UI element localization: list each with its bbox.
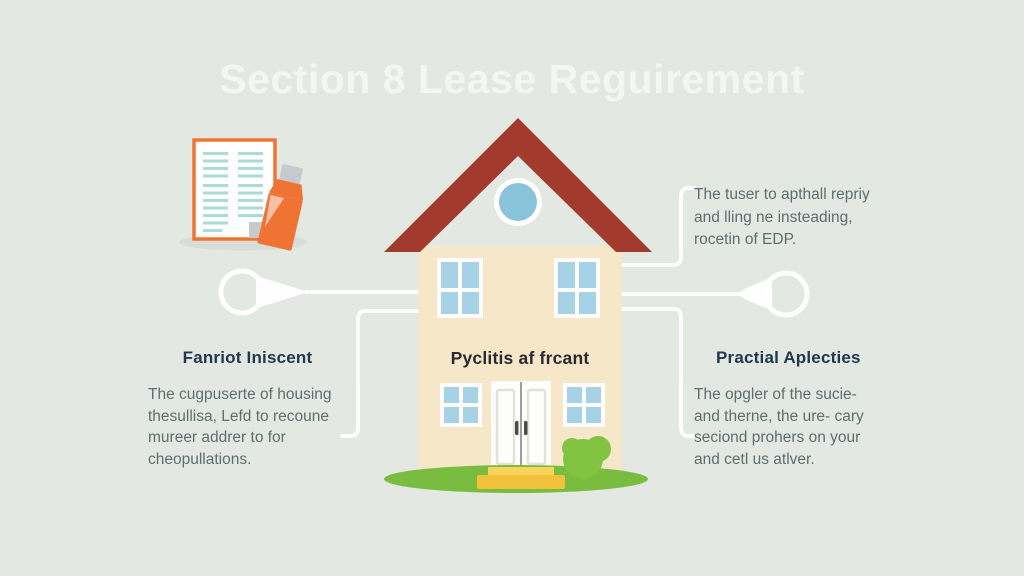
callout-text-line: and cetl us atlver. <box>694 450 815 468</box>
callout-text-line: The opgler of the sucie- <box>694 386 857 403</box>
front-door <box>491 381 551 474</box>
door-handle <box>515 421 519 435</box>
connector-right-bottom-bracket <box>621 307 696 438</box>
callout-text-line: rocetin of EDP. <box>694 231 797 248</box>
upper-window <box>554 258 600 318</box>
lower-window <box>563 383 605 427</box>
connector-lines <box>304 186 741 438</box>
callout-text-line: and lling ne insteading, <box>694 208 853 226</box>
round-attic-window <box>494 178 542 226</box>
callout-heading: Practial Aplecties <box>716 348 861 367</box>
lease-document-icon <box>179 138 307 251</box>
callout-text-line: mureer addrer to for <box>148 429 286 446</box>
document-text-lines <box>203 152 263 232</box>
bush <box>562 436 611 479</box>
upper-window <box>437 258 483 318</box>
callout-top-right: The tuser to apthall repriy and lling ne… <box>694 184 870 252</box>
callout-heading: Fanriot Iniscent <box>182 348 313 367</box>
house-caption: Pyclitis af frcant <box>450 348 590 368</box>
callout-text-line: and therne, the ure- cary <box>694 407 864 425</box>
pointer-pin-icon <box>737 270 810 318</box>
callout-right: Practial Aplecties The opgler of the suc… <box>694 348 864 470</box>
callout-text-line: seciond prohers on your <box>694 429 861 446</box>
lower-window <box>440 383 482 427</box>
connector-right-top-bracket <box>621 186 696 267</box>
page-title: Section 8 Lease Reguirement <box>219 56 805 102</box>
pen-icon <box>257 164 304 251</box>
callout-text-line: The cugpuserte of housing <box>148 386 332 403</box>
callout-text-line: cheopullations. <box>148 450 252 468</box>
door-steps <box>477 467 565 489</box>
pointer-pin-icon <box>218 268 308 316</box>
door-handle <box>524 421 528 435</box>
house-illustration <box>384 118 652 493</box>
callout-text-line: thesullisa, Lefd to recoune <box>148 407 329 425</box>
connector-left-bracket <box>340 309 420 438</box>
callout-left: Fanriot Iniscent The cugpuserte of housi… <box>140 348 355 470</box>
callout-text-line: The tuser to apthall repriy <box>694 186 870 203</box>
house-roof <box>384 118 652 252</box>
